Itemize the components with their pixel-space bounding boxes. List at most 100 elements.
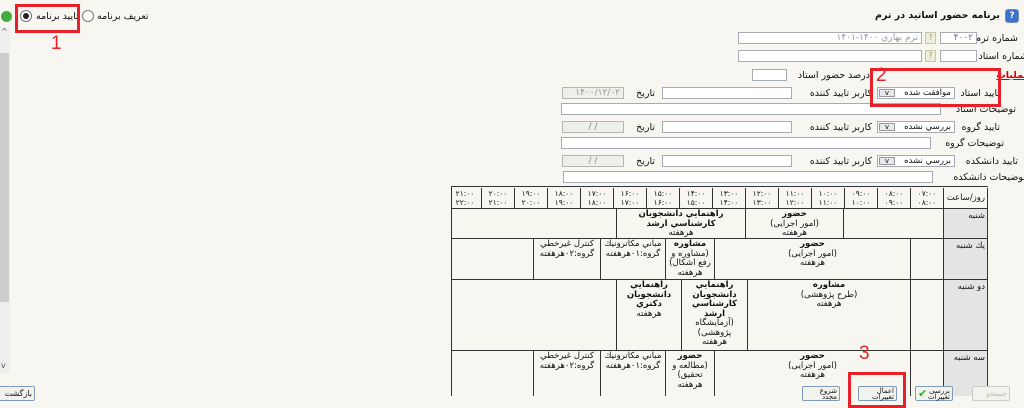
review-changes-button[interactable]: بررسی تغییرات✔ — [915, 386, 953, 401]
faculty-approver-label: کاربر تایید کننده — [809, 156, 872, 167]
day-label: دو شنبه — [944, 280, 988, 351]
slot-title: حضور — [677, 351, 703, 361]
teacher-number-input[interactable] — [940, 50, 977, 62]
slot-title: راهنمايي دانشجويان كارشناسي ارشد — [638, 209, 724, 229]
chevron-down-icon: v — [879, 157, 895, 165]
faculty-date-field: / / — [562, 155, 624, 167]
empty-slot — [452, 351, 534, 396]
schedule-slot[interactable]: كنترل غيرخطي گروه:۰۲هرهفته — [534, 239, 601, 280]
group-approver-field — [662, 121, 792, 133]
schedule-slot[interactable]: حضور(امور اجرایی)هرهفته — [746, 209, 844, 239]
schedule-slot[interactable]: مباني مكاترونيك گروه:۰۱هرهفته — [601, 239, 666, 280]
slot-title: راهنمايي دانشجويان دكتري — [626, 280, 672, 309]
slot-frequency: هرهفته — [799, 258, 826, 268]
chevron-down-icon: v — [879, 123, 895, 131]
faculty-date-label: تاریخ — [636, 156, 655, 167]
faculty-notes-label: توضیحات دانشکده — [953, 172, 1024, 183]
slot-detail: (امور اجرایی) — [770, 218, 819, 229]
hour-end: ۲۲:۰۰ — [455, 198, 475, 207]
slot-detail: (امور اجرایی) — [788, 248, 837, 259]
slot-detail: مباني مكاترونيك گروه:۰۱هرهفته — [604, 351, 662, 371]
apply-changes-button[interactable]: اعمال تغییرات — [858, 386, 897, 401]
hour-start: ۲۱:۰۰ — [455, 189, 475, 198]
hour-start: ۱۴:۰۰ — [686, 189, 706, 198]
search-button[interactable]: جستجو — [972, 386, 1010, 401]
slot-frequency: هرهفته — [677, 267, 703, 278]
group-date-field: / / — [562, 121, 624, 133]
group-date-label: تاریخ — [636, 122, 655, 133]
schedule-slot[interactable]: حضور(مطالعه و تحقیق)هرهفته — [666, 351, 715, 396]
teacher-date-label: تاریخ — [636, 88, 655, 99]
schedule-slot[interactable]: مشاوره(مشاوره و رفع اشکال)هرهفته — [666, 239, 715, 280]
term-number-label: شماره ترم — [975, 33, 1018, 44]
vertical-scrollbar[interactable]: ^ v — [0, 27, 10, 373]
hour-start: ۱۱:۰۰ — [785, 189, 805, 198]
group-notes-input[interactable] — [561, 137, 931, 149]
hour-end: ۲۱:۰۰ — [488, 198, 508, 207]
slot-title: حضور — [800, 239, 825, 249]
group-approval-value: بررسي نشده — [904, 122, 951, 132]
scrollbar-thumb[interactable] — [0, 53, 9, 302]
group-approver-label: کاربر تایید کننده — [809, 122, 872, 133]
slot-title: حضور — [782, 209, 807, 219]
hour-start: ۲۰:۰۰ — [488, 189, 508, 198]
scroll-up-arrow[interactable]: ^ — [1, 27, 8, 36]
term-lookup-button[interactable]: ? — [925, 32, 936, 44]
hour-end: ۱۵:۰۰ — [686, 198, 706, 207]
hour-start: ۱۸:۰۰ — [554, 189, 574, 198]
back-button[interactable]: بازگشت — [0, 386, 35, 401]
empty-slot — [452, 239, 534, 280]
faculty-approval-select[interactable]: بررسي نشده v — [877, 155, 955, 167]
teacher-lookup-button[interactable]: ? — [925, 50, 936, 62]
slot-frequency: هرهفته — [816, 299, 842, 309]
schedule-slot[interactable]: حضور(امور اجرایی)هرهفته — [715, 351, 911, 396]
schedule-slot[interactable]: مباني مكاترونيك گروه:۰۱هرهفته — [601, 351, 666, 396]
restart-button[interactable]: شروع مجدد — [802, 386, 840, 401]
empty-slot — [844, 209, 944, 239]
slot-frequency: هرهفته — [799, 370, 826, 380]
radio-approve-program[interactable] — [20, 10, 32, 22]
group-approval-label: تایید گروه — [961, 122, 1000, 133]
hour-start: ۱۹:۰۰ — [521, 189, 541, 198]
schedule-slot[interactable]: مشاوره(طرح پژوهشی)هرهفته — [748, 280, 911, 351]
help-icon[interactable]: ? — [1005, 9, 1019, 23]
faculty-approval-value: بررسي نشده — [904, 156, 951, 166]
day-label: شنبه — [944, 209, 988, 239]
slot-detail: (طرح پژوهشی) — [800, 289, 858, 300]
schedule-slot[interactable]: كنترل غيرخطي گروه:۰۲هرهفته — [534, 351, 601, 396]
group-approval-select[interactable]: بررسي نشده v — [877, 121, 955, 133]
schedule-slot[interactable]: حضور(امور اجرایی)هرهفته — [715, 239, 911, 280]
hour-end: ۱۲:۰۰ — [785, 198, 805, 207]
hour-start: ۱۶:۰۰ — [620, 189, 640, 198]
teacher-notes-input[interactable] — [561, 103, 941, 115]
attendance-percent-input[interactable] — [752, 69, 787, 81]
hour-end: ۰۹:۰۰ — [884, 198, 904, 207]
annotation-number-3: 3 — [859, 343, 870, 364]
group-notes-label: توضیحات گروه — [945, 138, 1004, 149]
page-title: برنامه حضور اساتيد در ترم — [875, 10, 1000, 21]
slot-detail: (آزمایشگاه پژوهشی) — [695, 318, 734, 338]
schedule-slot[interactable]: راهنمايي دانشجويان كارشناسي ارشد(آزمایشگ… — [682, 280, 748, 351]
teacher-approver-field — [662, 87, 792, 99]
day-label: یك شنبه — [944, 239, 988, 280]
apply-changes-label: اعمال تغییرات — [872, 387, 894, 401]
scroll-down-arrow[interactable]: v — [1, 361, 6, 370]
faculty-notes-input[interactable] — [563, 171, 933, 183]
slot-frequency: هرهفته — [781, 228, 808, 238]
empty-slot — [452, 280, 617, 351]
hour-end: ۱۱:۰۰ — [818, 198, 838, 207]
radio-define-program[interactable] — [82, 10, 94, 22]
term-number-input[interactable]: ۴۰۰۲ — [940, 32, 977, 44]
faculty-approval-label: تایید دانشکده — [965, 156, 1018, 167]
